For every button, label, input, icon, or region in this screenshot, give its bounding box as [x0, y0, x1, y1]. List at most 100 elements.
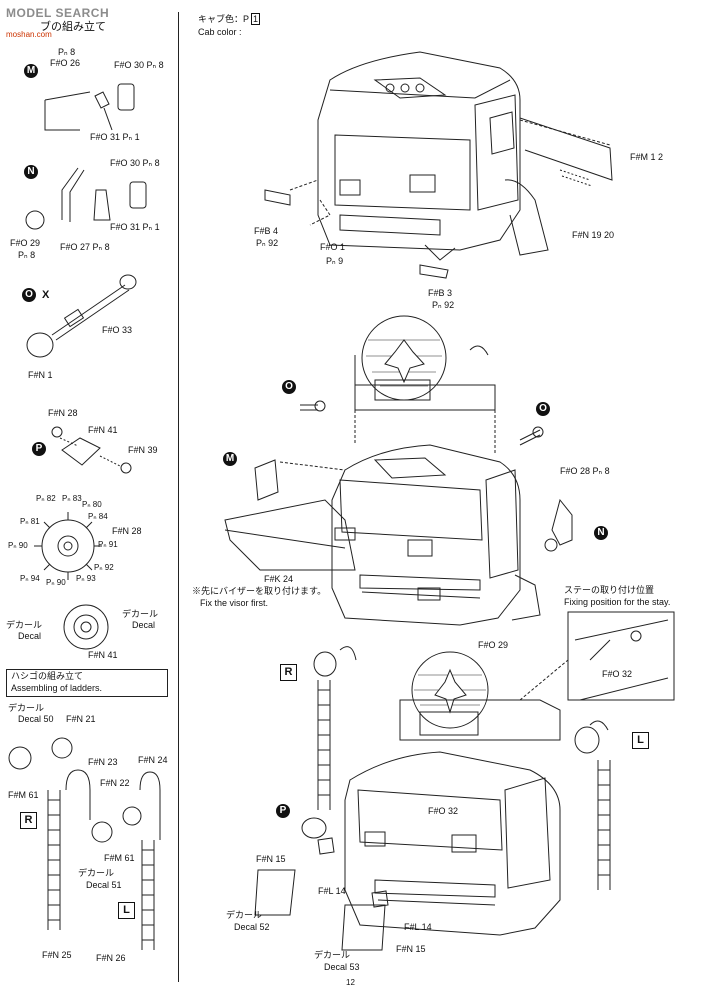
label-w-p81: Pₙ 81 — [20, 517, 40, 526]
right-fo29: F#O 29 — [478, 640, 509, 650]
label-w-p84: Pₙ 84 — [88, 512, 108, 521]
label-n-fo27: F#O 27 Pₙ 8 — [60, 242, 110, 252]
right-fb3: F#B 3 — [428, 288, 453, 298]
ladder-decal-jp: デカール — [8, 703, 45, 713]
label-n-fo30: F#O 30 Pₙ 8 — [110, 158, 160, 168]
column-divider — [178, 12, 179, 982]
cab-top-drawing — [264, 51, 613, 279]
step-p-marker-bottom: P — [276, 804, 290, 818]
ladder-fm61a: F#M 61 — [8, 790, 39, 800]
cab-bottom-drawing — [254, 611, 675, 951]
ladder-decal-en: Decal 50 — [18, 714, 54, 724]
step-n-marker: N — [24, 165, 38, 179]
right-fb4: F#B 4 — [254, 226, 279, 236]
label-m-fo26: F#O 26 — [50, 58, 81, 68]
mirror-o-head — [26, 332, 54, 358]
step-o-marker-mid-right: O — [536, 402, 550, 416]
step-m-marker: M — [24, 64, 38, 78]
label-w-p90: Pₙ 90 — [8, 541, 28, 550]
ladder-lamp-b — [91, 821, 113, 843]
right-fn1920: F#N 19 20 — [572, 230, 615, 240]
right-ph9: Pₙ 9 — [326, 256, 344, 266]
ladder-r — [317, 680, 331, 810]
step-x-mark: X — [42, 289, 50, 301]
right-fm12: F#M 1 2 — [630, 152, 664, 162]
label-p-fn41: F#N 41 — [88, 425, 118, 435]
label-w-p83: Pₙ 83 — [62, 494, 82, 503]
mirror-n-head — [129, 181, 147, 209]
step-m-marker-mid: M — [223, 452, 237, 466]
right-fn15a: F#N 15 — [256, 854, 286, 864]
step-p-marker: P — [32, 442, 46, 456]
right-stay-en: Fixing position for the stay. — [564, 597, 671, 607]
step-l-marker-left: L — [118, 902, 135, 919]
right-fl14a: F#L 14 — [318, 886, 346, 896]
ladder-fn24: F#N 24 — [138, 755, 168, 765]
ladder-box-jp: ハシゴの組み立て — [11, 671, 84, 681]
watermark-logo: MODEL SEARCH — [6, 6, 110, 20]
label-m-fo30: F#O 30 Pₙ 8 — [114, 60, 164, 70]
right-fl14b: F#L 14 — [404, 922, 432, 932]
mirror-m-head — [117, 83, 135, 111]
cab-middle-drawing — [224, 315, 573, 626]
mirror-n-disc — [25, 210, 45, 230]
label-w-p91: Pₙ 91 — [98, 540, 118, 549]
label-w-p90b: Pₙ 90 — [46, 578, 66, 587]
right-decal52-jp: デカール — [226, 910, 263, 920]
label-w-fn28: F#N 28 — [112, 526, 142, 536]
right-visor-jp: ※先にバイザーを取り付けます。 — [192, 586, 327, 596]
ladder-fn26: F#N 26 — [96, 953, 126, 963]
label-o-fn1: F#N 1 — [28, 370, 53, 380]
cab-color-en: Cab color : — [198, 27, 242, 37]
label-n-fo29: F#O 29 — [10, 238, 41, 248]
right-fo32a: F#O 32 — [602, 669, 633, 679]
step-n-marker-mid: N — [594, 526, 608, 540]
mirror-m-arm — [44, 91, 91, 131]
horn-p — [61, 437, 101, 466]
mirror-o-arm — [51, 284, 126, 336]
label-p-fn39: F#N 39 — [128, 445, 158, 455]
ladder-assembly-box: ハシゴの組み立て Assembling of ladders. — [6, 669, 168, 697]
right-fo28: F#O 28 Pₙ 8 — [560, 466, 610, 476]
ladder-fn25: F#N 25 — [42, 950, 72, 960]
step-r-marker: R — [280, 664, 297, 681]
right-fk24: F#K 24 — [264, 574, 294, 584]
ladder-box-en: Assembling of ladders. — [11, 683, 103, 693]
watermark-site: moshan.com — [6, 30, 52, 39]
ladder-a — [47, 790, 61, 930]
label-decal-en-b: Decal — [132, 620, 156, 630]
wheel-cap — [63, 604, 109, 650]
label-p-fn28: F#N 28 — [48, 408, 78, 418]
label-w-fn41: F#N 41 — [88, 650, 118, 660]
right-fo1: F#O 1 — [320, 242, 346, 252]
label-w-p82: Pₙ 82 — [36, 494, 56, 503]
section-title: ブの組み立て — [40, 21, 106, 33]
right-ph92: Pₙ 92 — [256, 238, 279, 248]
label-m-fo31: F#O 31 Pₙ 1 — [90, 132, 140, 142]
label-decal-jp-b: デカール — [122, 609, 159, 619]
label-w-p93: Pₙ 93 — [76, 574, 96, 583]
label-o-fo33: F#O 33 — [102, 325, 133, 335]
ladder-l — [597, 760, 611, 890]
right-ph92b: Pₙ 92 — [432, 300, 455, 310]
step-o-marker-mid-left: O — [282, 380, 296, 394]
right-decal53-en: Decal 53 — [324, 962, 360, 972]
ladder-b — [141, 840, 155, 950]
step-o-marker: O — [22, 288, 36, 302]
right-decal53-jp: デカール — [314, 950, 351, 960]
label-n-ph8: Pₙ 8 — [18, 250, 36, 260]
label-m-ph8: Pₙ 8 — [58, 47, 76, 57]
label-w-p94: Pₙ 94 — [20, 574, 40, 583]
label-w-p80: Pₙ 80 — [82, 500, 102, 509]
step-l-marker: L — [632, 732, 649, 749]
right-fn15b: F#N 15 — [396, 944, 426, 954]
label-n-fo31: F#O 31 Pₙ 1 — [110, 222, 160, 232]
step-r-marker-left: R — [20, 812, 37, 829]
right-stay-jp: ステーの取り付け位置 — [564, 585, 655, 595]
right-fo32b: F#O 32 — [428, 806, 459, 816]
ladder-decal2-en: Decal 51 — [86, 880, 122, 890]
ladder-decal2-jp: デカール — [78, 868, 115, 878]
label-w-p92: Pₙ 92 — [94, 563, 114, 572]
